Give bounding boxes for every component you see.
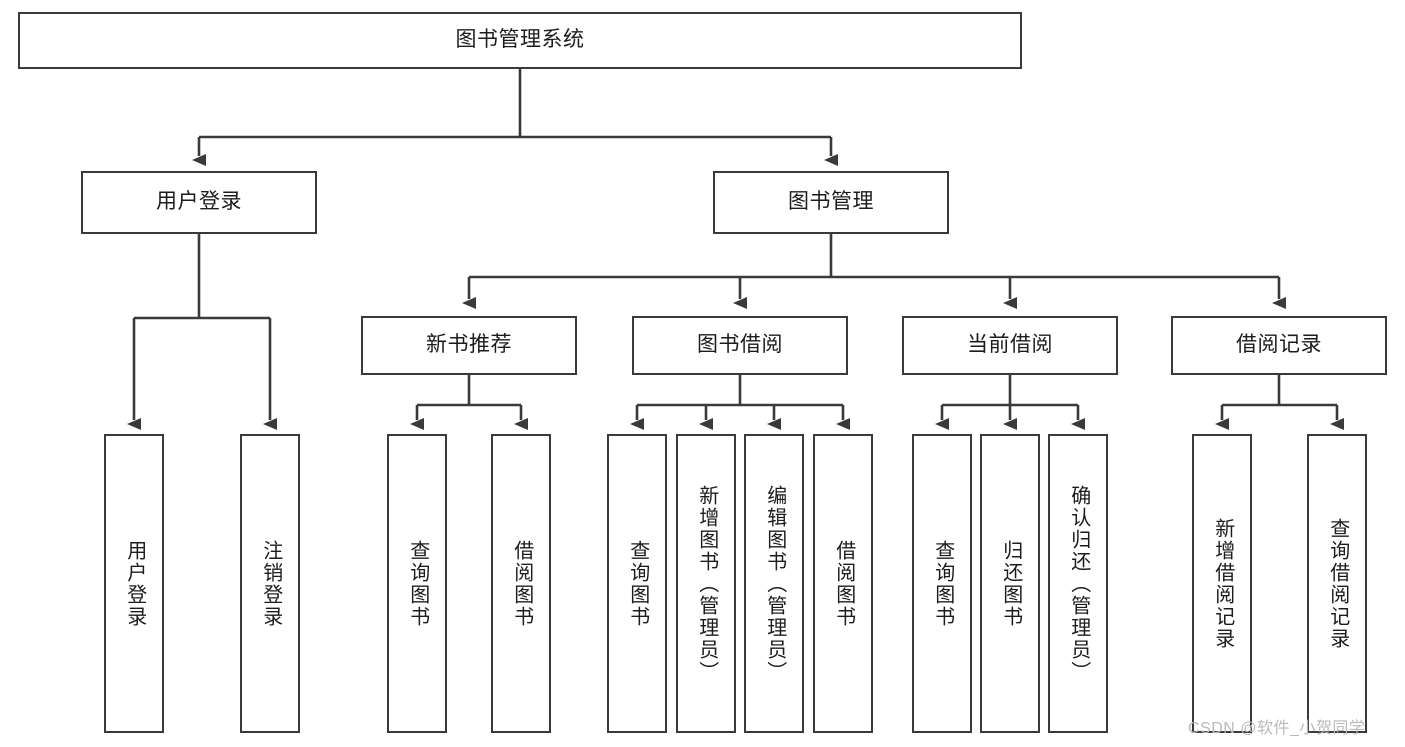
node-borrow-record[interactable]: 借阅记录 (1171, 316, 1387, 375)
leaf-user-login-login[interactable]: 用户登录 (104, 434, 164, 733)
node-label: 新书推荐 (426, 333, 512, 357)
node-label: 编辑图书（管理员） (763, 484, 786, 683)
leaf-user-login-logout[interactable]: 注销登录 (240, 434, 300, 733)
node-label: 用户登录 (123, 539, 146, 628)
leaf-current-borrow-return-book[interactable]: 归还图书 (980, 434, 1040, 733)
leaf-current-borrow-confirm-return-admin[interactable]: 确认归还（管理员） (1048, 434, 1108, 733)
leaf-book-borrow-edit-book-admin[interactable]: 编辑图书（管理员） (744, 434, 804, 733)
node-new-book-recommend[interactable]: 新书推荐 (361, 316, 577, 375)
node-label: 图书借阅 (697, 333, 783, 357)
leaf-new-book-query-book[interactable]: 查询图书 (387, 434, 447, 733)
leaf-book-borrow-add-book-admin[interactable]: 新增图书（管理员） (676, 434, 736, 733)
node-label: 图书管理 (788, 190, 874, 214)
node-label: 查询图书 (406, 539, 429, 628)
node-label: 当前借阅 (967, 333, 1053, 357)
node-book-borrow[interactable]: 图书借阅 (632, 316, 848, 375)
csdn-watermark: CSDN @软件_小贺同学 (1188, 720, 1366, 737)
node-label: 新增图书（管理员） (695, 484, 718, 683)
node-current-borrow[interactable]: 当前借阅 (902, 316, 1118, 375)
leaf-borrow-record-add-record[interactable]: 新增借阅记录 (1192, 434, 1252, 733)
node-label: 借阅图书 (832, 539, 855, 628)
node-root-book-management-system[interactable]: 图书管理系统 (18, 12, 1022, 69)
leaf-new-book-borrow-book[interactable]: 借阅图书 (491, 434, 551, 733)
node-label: 归还图书 (999, 539, 1022, 628)
node-label: 查询图书 (931, 539, 954, 628)
node-label: 借阅图书 (510, 539, 533, 628)
node-label: 查询借阅记录 (1326, 517, 1349, 650)
node-label: 新增借阅记录 (1211, 517, 1234, 650)
leaf-book-borrow-query-book[interactable]: 查询图书 (607, 434, 667, 733)
node-book-management[interactable]: 图书管理 (713, 171, 949, 234)
node-label: 借阅记录 (1236, 333, 1322, 357)
node-user-login[interactable]: 用户登录 (81, 171, 317, 234)
node-label: 查询图书 (626, 539, 649, 628)
leaf-current-borrow-query-book[interactable]: 查询图书 (912, 434, 972, 733)
node-label: 图书管理系统 (455, 28, 585, 52)
node-label: 注销登录 (259, 539, 282, 628)
leaf-book-borrow-borrow-book[interactable]: 借阅图书 (813, 434, 873, 733)
leaf-borrow-record-query-record[interactable]: 查询借阅记录 (1307, 434, 1367, 733)
node-label: 用户登录 (156, 190, 242, 214)
node-label: 确认归还（管理员） (1067, 484, 1090, 683)
